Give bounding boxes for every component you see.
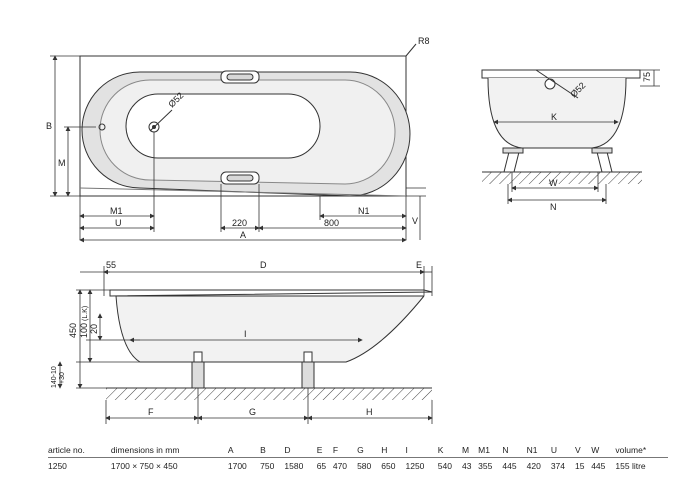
label-55: 55	[106, 260, 116, 270]
spec-header: I	[405, 444, 438, 458]
end-basin	[487, 77, 627, 149]
technical-drawing: R8 Ø52 B M M1 U 220 800 N1	[46, 36, 660, 424]
spec-header: A	[227, 444, 261, 458]
label-a: A	[240, 230, 246, 240]
spec-header: B	[260, 444, 285, 458]
label-g: G	[249, 407, 256, 417]
label-lk: (L.K)	[82, 306, 89, 321]
spec-value: 420	[526, 461, 541, 471]
spec-header: dimensions in mm	[110, 444, 228, 458]
label-m1: M1	[110, 206, 123, 216]
side-basin	[115, 295, 425, 363]
label-140: 140-10	[51, 366, 58, 388]
label-v: V	[412, 216, 418, 226]
spec-value: 470	[332, 461, 348, 471]
label-450: 450	[68, 323, 78, 338]
label-f: F	[148, 407, 154, 417]
label-100: 100	[79, 323, 89, 338]
spec-value: 65	[316, 461, 327, 471]
spec-header: F	[332, 444, 358, 458]
spec-value: 445	[502, 461, 517, 471]
spec-header: article no.	[48, 444, 111, 458]
spec-value: 580	[357, 461, 372, 471]
spec-value: 540	[437, 461, 452, 471]
label-140b: +30	[59, 372, 66, 384]
label-u: U	[115, 218, 122, 228]
label-75: 75	[642, 72, 652, 82]
spec-value: 1700 × 750 × 450	[110, 461, 178, 471]
spec-header: V	[575, 444, 592, 458]
side-rim	[109, 289, 433, 297]
spec-value: 750	[260, 461, 275, 471]
plan-basin-bottom	[125, 93, 321, 159]
leg-left	[191, 361, 205, 389]
spec-table: article no. dimensions in mm A B D E F G…	[48, 444, 668, 472]
label-220: 220	[232, 218, 247, 228]
leg-right	[301, 361, 315, 389]
label-800: 800	[324, 218, 339, 228]
spec-header: M1	[478, 444, 503, 458]
spec-value: 1250	[48, 461, 67, 471]
spec-value: 1250	[405, 461, 425, 471]
spec-header: volume*	[615, 444, 668, 458]
label-m: M	[58, 158, 66, 168]
label-20: 20	[89, 324, 99, 334]
spec-header: H	[381, 444, 406, 458]
label-n1: N1	[358, 206, 370, 216]
end-rim	[481, 69, 641, 79]
label-k: K	[551, 112, 557, 122]
label-w: W	[549, 178, 558, 188]
side-floor	[106, 388, 432, 400]
spec-value: 355	[478, 461, 493, 471]
plan-view	[79, 43, 417, 197]
spec-value: 1580	[284, 461, 304, 471]
end-view	[481, 69, 641, 173]
spec-header-row: article no. dimensions in mm A B D E F G…	[48, 444, 668, 458]
overflow-icon	[98, 123, 106, 131]
spec-value: 15	[575, 461, 585, 471]
label-h: H	[366, 407, 373, 417]
spec-header: N	[502, 444, 527, 458]
label-i: I	[244, 329, 247, 339]
spec-value: 650	[381, 461, 396, 471]
label-r8: R8	[418, 36, 430, 46]
spec-header: M	[462, 444, 479, 458]
label-d: D	[260, 260, 267, 270]
label-b: B	[46, 121, 52, 131]
spec-value: 374	[550, 461, 566, 471]
spec-header: G	[357, 444, 382, 458]
spec-value: 155 litre	[615, 461, 646, 471]
spec-header: D	[284, 444, 317, 458]
spec-header: U	[550, 444, 576, 458]
spec-header: N1	[526, 444, 551, 458]
end-floor	[482, 172, 642, 184]
label-e: E	[416, 260, 422, 270]
drain-icon-side	[544, 78, 556, 90]
side-view	[109, 289, 433, 389]
spec-value-row: 1250 1700 × 750 × 450 1700 750 1580 65 4…	[48, 458, 668, 473]
spec-value: 445	[591, 461, 606, 471]
spec-header: E	[316, 444, 333, 458]
spec-value: 1700	[227, 461, 247, 471]
label-n: N	[550, 202, 557, 212]
spec-value: 43	[462, 461, 472, 471]
spec-header: K	[437, 444, 463, 458]
spec-header: W	[591, 444, 616, 458]
